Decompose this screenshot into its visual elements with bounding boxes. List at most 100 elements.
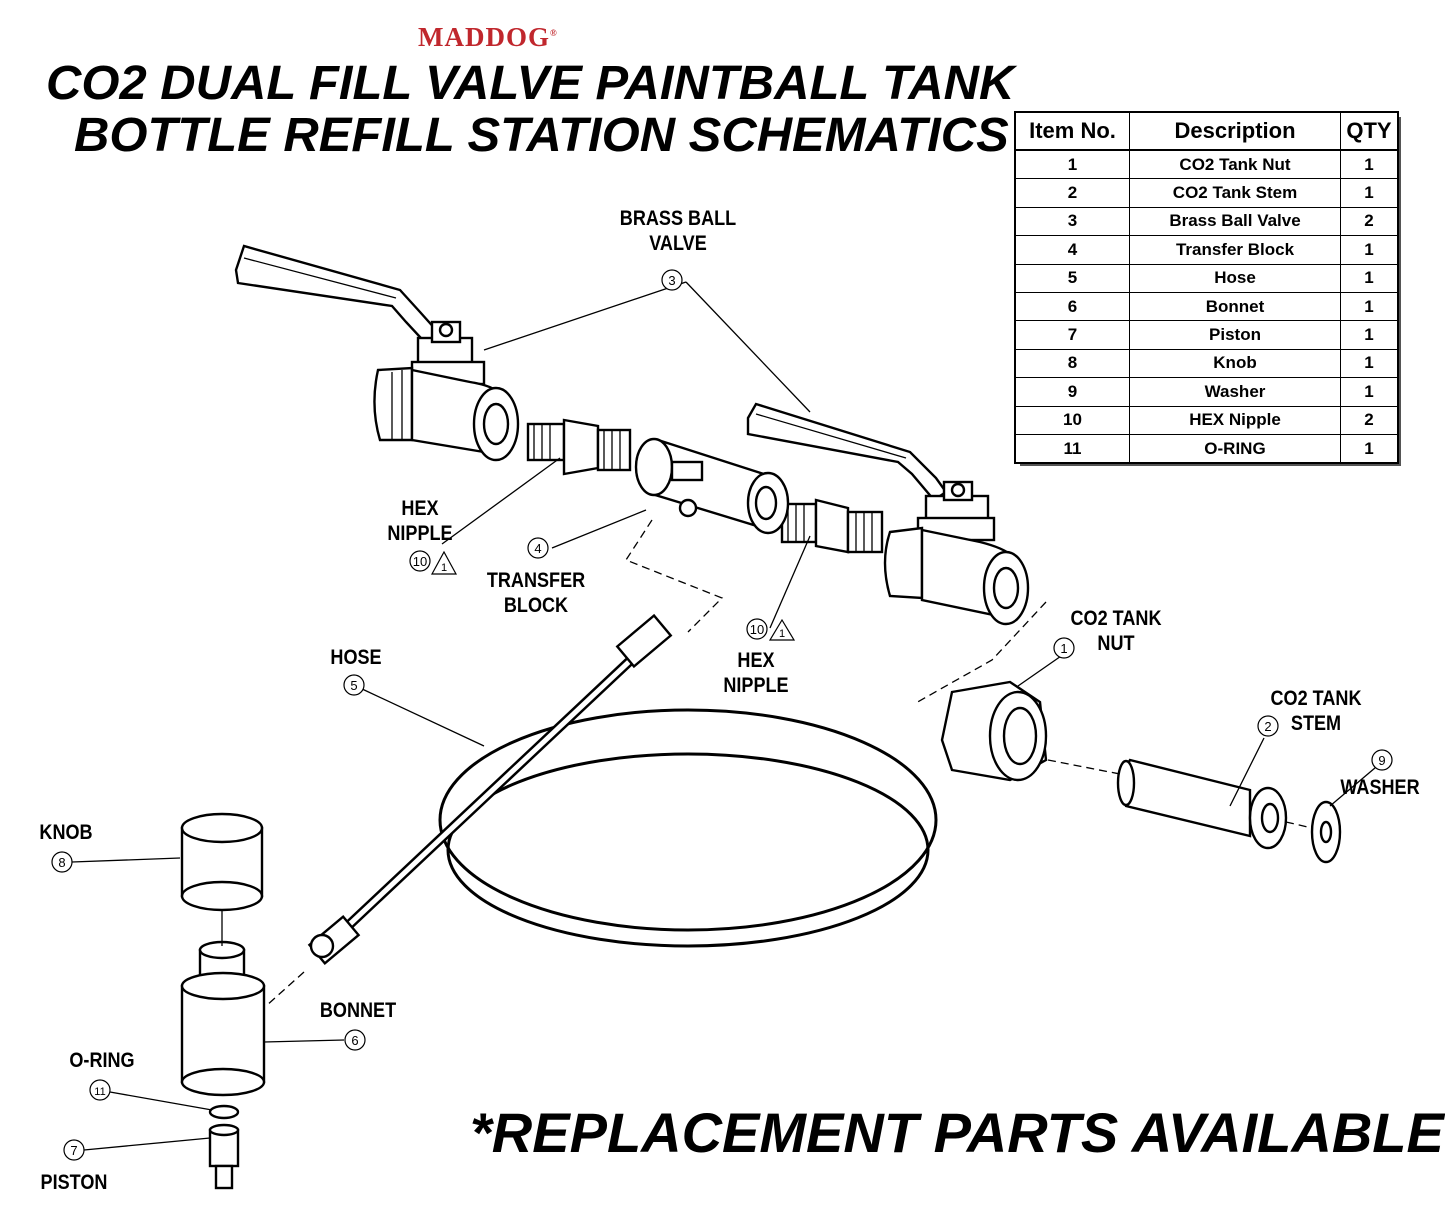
page-title-line1: CO2 DUAL FILL VALVE PAINTBALL TANK [46,57,1015,110]
label-knob: KNOB [39,821,93,844]
callout-bubble-10-left: 10 1 [409,550,458,575]
svg-text:7: 7 [70,1143,77,1158]
label-hex-nipple-left: HEX NIPPLE [377,496,463,546]
label-hose: HOSE [330,646,382,669]
cell-description: CO2 Tank Stem [1129,178,1341,208]
svg-text:4: 4 [534,541,541,556]
svg-text:3: 3 [668,273,675,288]
cell-qty: 1 [1340,377,1397,407]
cell-item-no: 9 [1016,377,1130,407]
cell-item-no: 6 [1016,291,1130,321]
cell-description: Hose [1129,263,1341,293]
callout-bubble-10-right: 10 1 [746,618,796,641]
label-line: CO2 TANK [1070,607,1162,630]
cell-description: Knob [1129,348,1341,378]
label-line: CO2 TANK [1270,687,1362,710]
callout-bubble-6: 6 [344,1029,366,1051]
svg-text:9: 9 [1378,753,1385,768]
label-o-ring: O-RING [69,1049,135,1072]
label-hex-nipple-right: HEX NIPPLE [713,648,799,698]
hose [307,613,938,966]
hex-nipple-right [780,498,884,554]
callout-bubble-2: 2 [1257,715,1279,737]
callout-bubble-1: 1 [1053,637,1075,659]
callout-bubble-8: 8 [51,851,73,873]
label-line: HEX [401,497,439,520]
label-line: NIPPLE [387,522,453,545]
callout-bubble-5: 5 [343,674,365,696]
cell-qty: 1 [1340,149,1397,179]
brand-logo: MADDOG® [418,22,558,52]
cell-description: Brass Ball Valve [1129,206,1341,236]
callout-bubble-9: 9 [1371,749,1393,771]
right-ball-valve [746,402,1030,626]
co2-tank-nut [940,680,1048,782]
piston [208,1123,240,1190]
label-line: NUT [1097,632,1135,655]
cell-qty: 1 [1340,178,1397,208]
label-line: TRANSFER [486,569,586,592]
cell-description: Bonnet [1129,291,1341,321]
label-piston: PISTON [40,1171,108,1194]
cell-qty: 1 [1340,291,1397,321]
cell-item-no: 11 [1016,433,1130,463]
svg-text:6: 6 [351,1033,358,1048]
table-header-row: Item No. Description QTY [1016,113,1397,151]
washer [1310,800,1342,864]
cell-item-no: 3 [1016,206,1130,236]
label-line: BRASS BALL [619,207,737,230]
cell-item-no: 8 [1016,348,1130,378]
label-transfer-block: TRANSFER BLOCK [484,568,587,618]
hex-nipple-left [526,418,632,476]
replacement-parts-banner: *REPLACEMENT PARTS AVAILABLE [470,1101,1444,1164]
label-co2-tank-stem: CO2 TANK STEM [1264,686,1367,736]
column-header-item-no: Item No. [1016,113,1130,151]
cell-item-no: 1 [1016,149,1130,179]
cell-qty: 1 [1340,348,1397,378]
cell-description: Transfer Block [1129,235,1341,265]
cell-description: HEX Nipple [1129,405,1341,435]
cell-qty: 1 [1340,263,1397,293]
callout-bubble-3: 3 [661,269,683,291]
cell-qty: 2 [1340,405,1397,435]
svg-text:1: 1 [441,562,447,574]
cell-item-no: 2 [1016,178,1130,208]
cell-qty: 1 [1340,320,1397,350]
cell-qty: 2 [1340,206,1397,236]
label-brass-ball-valve: BRASS BALL VALVE [618,206,738,256]
o-ring [208,1104,240,1120]
cell-qty: 1 [1340,433,1397,463]
cell-qty: 1 [1340,235,1397,265]
callout-bubble-4: 4 [527,537,549,559]
left-ball-valve [234,244,520,462]
svg-text:10: 10 [413,554,427,569]
svg-text:2: 2 [1264,719,1271,734]
label-bonnet: BONNET [319,999,397,1022]
page-title-line2: BOTTLE REFILL STATION SCHEMATICS [74,109,1009,162]
svg-text:1: 1 [779,628,785,640]
label-line: STEM [1290,712,1342,735]
transfer-block [634,437,790,535]
svg-text:11: 11 [94,1086,105,1098]
column-header-description: Description [1129,113,1341,151]
cell-description: Piston [1129,320,1341,350]
knob [180,812,264,912]
cell-item-no: 5 [1016,263,1130,293]
svg-text:8: 8 [58,855,65,870]
label-co2-tank-nut: CO2 TANK NUT [1064,606,1167,656]
cell-description: O-RING [1129,433,1341,463]
callout-bubble-11: 11 [89,1079,111,1101]
cell-description: Washer [1129,377,1341,407]
svg-text:5: 5 [350,678,357,693]
co2-tank-stem [1116,758,1288,850]
cell-description: CO2 Tank Nut [1129,149,1341,179]
label-line: NIPPLE [723,674,789,697]
